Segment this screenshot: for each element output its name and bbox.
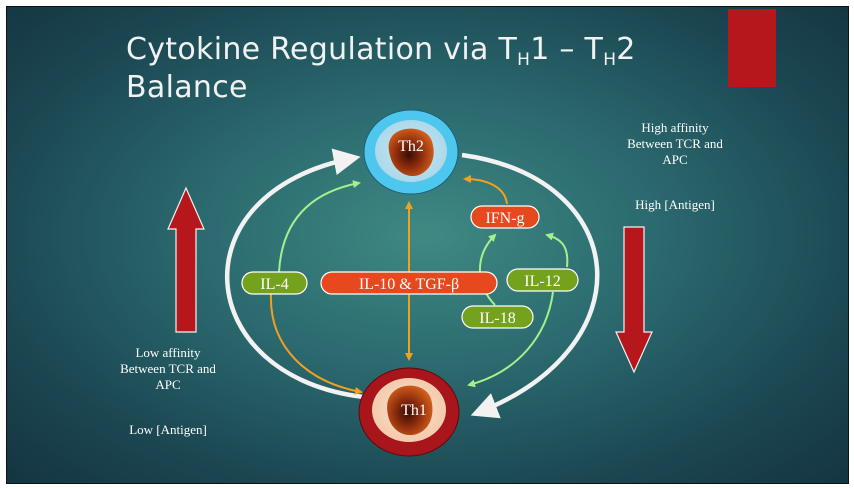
title-line-2: Balance <box>126 70 248 105</box>
il4-to-th2-arrow <box>278 180 361 273</box>
il10-tgfb-label: IL-10 & TGF-β <box>359 276 459 293</box>
il10-tgfb-pill: IL-10 & TGF-β <box>320 271 498 295</box>
left-affinity-line-1: Low affinity <box>135 345 201 360</box>
ifng-to-th2-arrow <box>463 175 508 205</box>
th2-nucleus <box>388 128 434 177</box>
il12-to-ifng-arrow <box>545 232 569 268</box>
th2-label: Th2 <box>398 138 424 155</box>
slide-title: Cytokine Regulation via TH1 – TH2 Balanc… <box>126 31 726 107</box>
il12-label: IL-12 <box>524 273 560 290</box>
cytokine-diagram: Th2 Th1 IL-4 IL-10 & TGF-β IFN-g IL-12 <box>167 109 653 457</box>
il12-to-th1-arrow <box>467 291 554 388</box>
il18-label: IL-18 <box>479 310 515 327</box>
left-affinity-line-3: APC <box>155 377 181 392</box>
ifng-pill: IFN-g <box>470 205 540 229</box>
title-suffix: 2 <box>616 32 636 67</box>
il18-pill: IL-18 <box>461 305 534 329</box>
title-subscript-1: H <box>517 50 531 70</box>
title-mid: 1 – T <box>530 32 604 67</box>
il4-pill: IL-4 <box>241 271 308 295</box>
right-affinity-line-2: Between TCR and <box>627 136 723 151</box>
down-arrow-icon <box>615 226 653 374</box>
right-antigen-text: High [Antigen] <box>635 197 715 212</box>
th1-label: Th1 <box>401 402 427 419</box>
left-antigen-text: Low [Antigen] <box>129 422 207 437</box>
th2-cell: Th2 <box>363 109 459 195</box>
th1-nucleus <box>387 385 433 436</box>
slide: Cytokine Regulation via TH1 – TH2 Balanc… <box>6 6 849 484</box>
right-affinity-line-3: APC <box>662 152 688 167</box>
il4-label: IL-4 <box>260 276 288 293</box>
ifng-label: IFN-g <box>485 210 524 227</box>
cycle-arrow-right <box>461 152 600 419</box>
title-subscript-2: H <box>603 50 617 70</box>
cycle-arrow-left <box>225 148 365 400</box>
up-arrow-icon <box>167 186 205 333</box>
left-affinity-text: Low affinity Between TCR and APC <box>98 345 238 393</box>
right-affinity-line-1: High affinity <box>641 120 709 135</box>
left-affinity-line-2: Between TCR and <box>120 361 216 376</box>
accent-bar <box>728 9 776 87</box>
il12-pill: IL-12 <box>506 268 579 292</box>
th1-cell: Th1 <box>358 367 460 457</box>
title-prefix: Cytokine Regulation via T <box>126 32 518 67</box>
il4-to-th1-arrow <box>269 293 363 395</box>
right-affinity-text: High affinity Between TCR and APC <box>605 120 745 168</box>
